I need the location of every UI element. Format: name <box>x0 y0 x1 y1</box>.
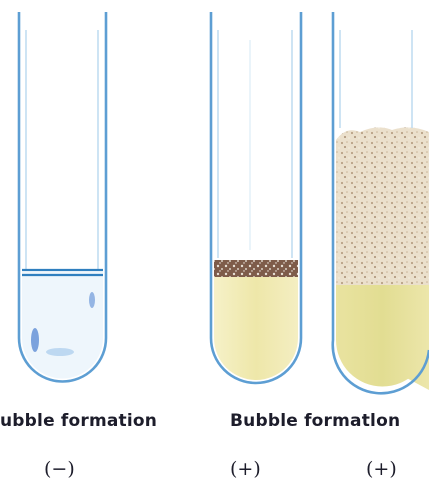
tube-2-liquid <box>214 277 298 380</box>
caption-right: Bubble formatlon <box>230 411 400 431</box>
test-tube-2 <box>211 12 301 383</box>
result-tube-2: (+) <box>230 458 261 480</box>
result-tube-1: (−) <box>44 458 75 480</box>
tube-3-froth <box>336 127 429 285</box>
tube-1-liquid <box>22 272 103 378</box>
caption-left: ubble formation <box>0 411 157 431</box>
tube-2-foam <box>214 260 298 277</box>
test-tube-3 <box>333 12 429 393</box>
result-tube-3: (+) <box>366 458 397 480</box>
test-tube-1 <box>19 12 106 382</box>
